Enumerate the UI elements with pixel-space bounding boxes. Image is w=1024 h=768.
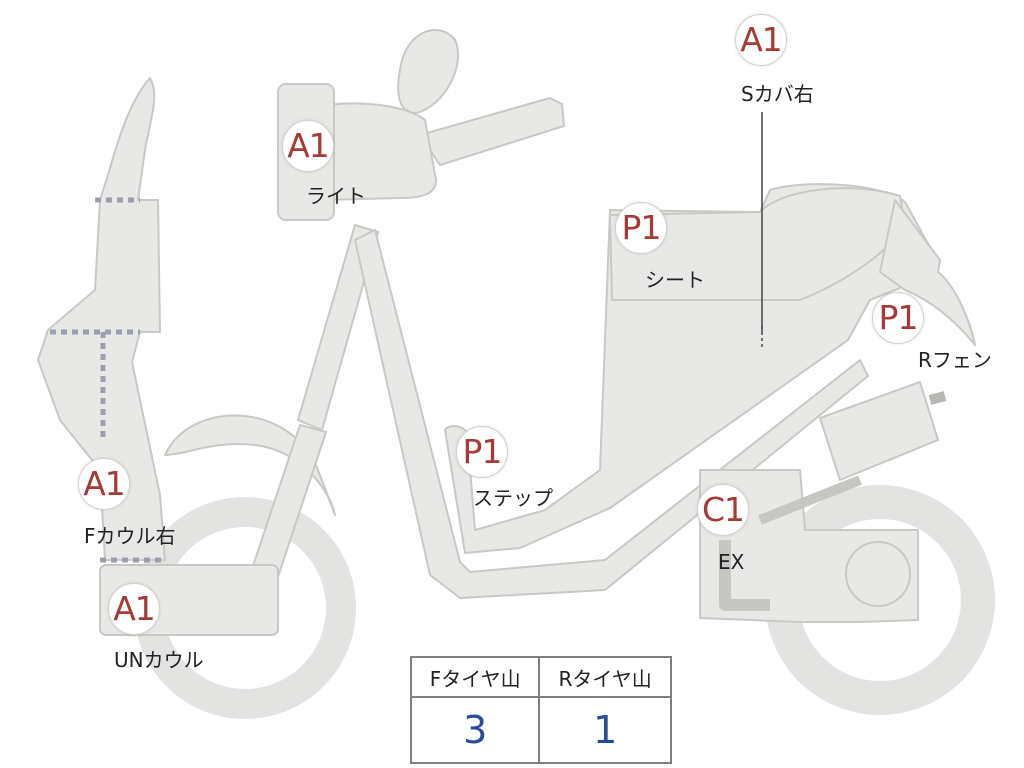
tire-tread-table: Fタイヤ山 Rタイヤ山 3 1 xyxy=(409,656,672,764)
rear-grab xyxy=(879,199,976,346)
label-s-cover-right: Sカバ右 xyxy=(741,82,814,106)
rear-shock xyxy=(819,381,939,481)
label-rear-fender: Rフェン xyxy=(918,348,992,372)
rear-hub xyxy=(845,541,911,607)
front-tire-tread-header: Fタイヤ山 xyxy=(409,656,541,698)
label-seat: シート xyxy=(645,268,705,292)
mirror xyxy=(397,29,460,114)
grade-badge-s-cover-right: A1 xyxy=(735,14,787,66)
front-tire-tread-value: 3 xyxy=(409,696,541,764)
grade-badge-rear-fender: P1 xyxy=(872,292,924,344)
grade-badge-step: P1 xyxy=(456,426,508,478)
grade-badge-front-cowl-right: A1 xyxy=(78,458,130,510)
front-fender xyxy=(164,414,336,516)
label-under-cowl: UNカウル xyxy=(114,648,204,672)
grade-badge-light: A1 xyxy=(282,120,334,172)
grade-badge-seat: P1 xyxy=(615,202,667,254)
label-front-cowl-right: Fカウル右 xyxy=(84,524,176,548)
handlebar xyxy=(419,97,565,166)
exhaust-pipe xyxy=(719,540,770,611)
grade-badge-exhaust: C1 xyxy=(697,484,749,536)
label-exhaust: EX xyxy=(718,550,745,574)
rear-tire-tread-header: Rタイヤ山 xyxy=(538,656,672,698)
exhaust-pipe-2 xyxy=(758,475,862,525)
rear-tire-tread-value: 1 xyxy=(538,696,672,764)
grade-badge-under-cowl: A1 xyxy=(108,583,160,635)
label-light: ライト xyxy=(306,184,366,208)
label-step: ステップ xyxy=(473,486,553,510)
shock-pin xyxy=(928,391,947,405)
frame-bar xyxy=(354,229,869,599)
front-fork xyxy=(297,224,379,431)
